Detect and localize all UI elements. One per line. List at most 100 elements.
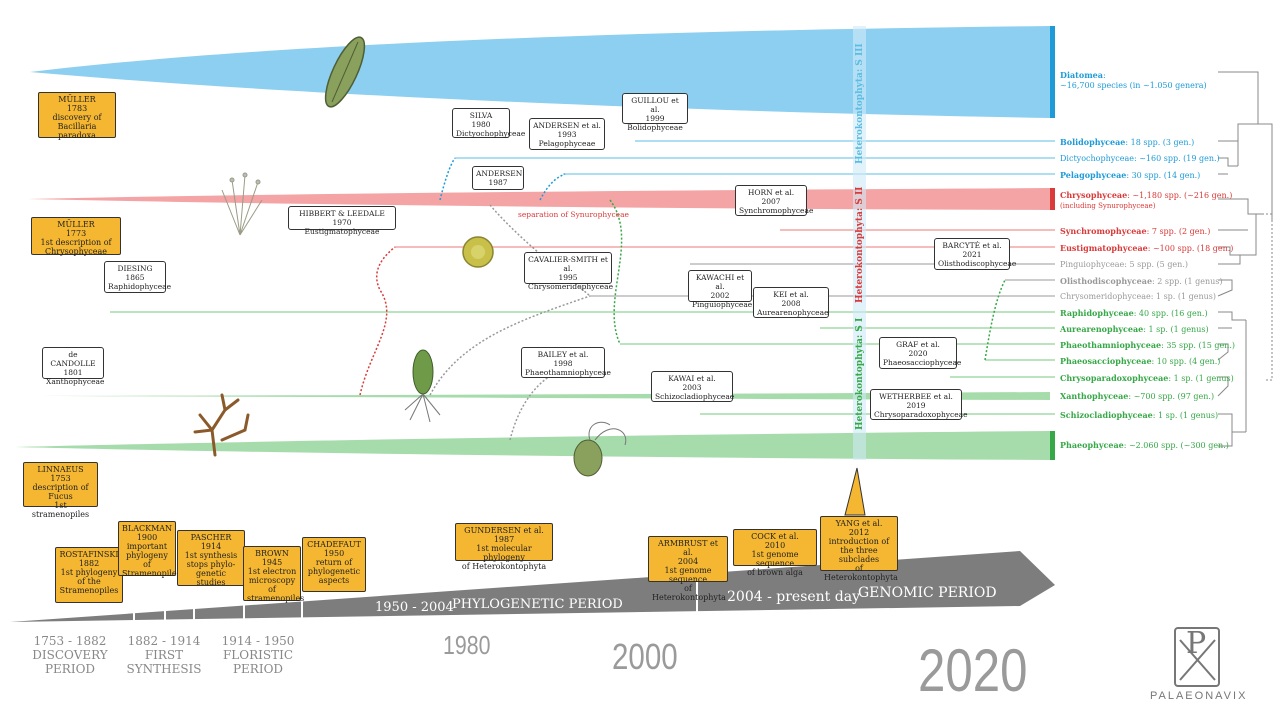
taxon-count: : ~1,180 spp. (~216 gen.)	[1127, 191, 1233, 200]
taxon-count: : 35 spp. (15 gen.)	[1161, 341, 1236, 350]
fucus-illustration	[193, 393, 250, 457]
phylogenetic-years: 1950 - 2004	[375, 600, 454, 615]
taxon-name: Eustigmatophyceae	[1060, 243, 1148, 253]
taxon-name: Phaeosacciophyceae	[1060, 356, 1152, 366]
box-horn: HORN et al. 2007 Synchromophyceae	[735, 185, 813, 216]
logo-name: PALAEONAVIX	[1150, 690, 1248, 702]
label-subclade-s1: Heterokontophyta: S I	[855, 317, 865, 430]
taxon-count: Dictyochophyceae: ~160 spp. (19 gen.)	[1060, 154, 1220, 163]
taxon-11: Aurearenophyceae: 1 sp. (1 genus)	[1060, 324, 1209, 335]
phaeothamnio-curve	[609, 199, 623, 345]
taxon-14: Chrysoparadoxophyceae: 1 sp. (1 genus)	[1060, 373, 1234, 384]
box-decandolle: de CANDOLLE 1801 Xanthophyceae	[42, 347, 104, 386]
box-diesing: DIESING 1865 Raphidophyceae	[104, 261, 171, 293]
taxon-count: : 18 spp. (3 gen.)	[1125, 138, 1195, 147]
callout-linnaeus: LINNAEUS 1753 description of Fucus 1st s…	[23, 462, 98, 519]
taxon-5: Synchromophyceae: 7 spp. (2 gen.)	[1060, 226, 1210, 237]
zoospore-illustration	[573, 421, 627, 477]
taxon-8: Olisthodiscophyceae: 2 spp. (1 genus)	[1060, 276, 1223, 287]
chrysophyceae-wedge	[28, 188, 1050, 210]
taxon-count: : 1 sp. (1 genus)	[1168, 374, 1234, 383]
callout-gundersen: GUNDERSEN et al. 1987 1st molecular phyl…	[455, 523, 553, 571]
taxon-count: : ~100 spp. (18 gen.)	[1147, 244, 1234, 253]
cladogram-dotted	[1262, 213, 1273, 381]
box-graf: GRAF et al. 2020 Phaeosacciophyceae	[879, 337, 961, 369]
taxon-name: Xanthophyceae	[1060, 391, 1129, 401]
taxon-count: : 40 spp. (16 gen.)	[1133, 309, 1208, 318]
box-kei: KEI et al. 2008 Aurearenophyceae	[753, 287, 829, 318]
period-first-synthesis: 1882 - 1914 FIRST SYNTHESIS	[126, 634, 202, 676]
xanthophyte-illustration	[404, 349, 441, 423]
box-silva: SILVA 1980 Dictyochophyceae	[452, 108, 525, 138]
diatomea-end-bar	[1050, 26, 1055, 118]
taxon-count: : ~700 spp. (97 gen.)	[1128, 392, 1215, 401]
taxon-10: Raphidophyceae: 40 spp. (16 gen.)	[1060, 308, 1208, 319]
box-cavalier-smith: CAVALIER-SMITH et al. 1995 Chrysomeridop…	[524, 252, 613, 291]
box-wetherbee: WETHERBEE et al. 2019 Chrysoparadoxophyc…	[870, 389, 968, 420]
genomic-years: 2004 - present day	[727, 589, 860, 605]
palaeonavix-logo	[1174, 627, 1220, 687]
diatomea-wedge	[30, 26, 1050, 118]
taxon-1: Bolidophyceae: 18 spp. (3 gen.)	[1060, 137, 1194, 148]
taxon-name: Chrysoparadoxophyceae	[1060, 373, 1169, 383]
timeline-arrow	[10, 551, 1055, 622]
taxon-name: Olisthodiscophyceae	[1060, 276, 1153, 286]
callout-rostafinski: ROSTAFINSKI 1882 1st phylogeny of the St…	[55, 547, 123, 603]
taxon-name: Schizocladiophyceae	[1060, 410, 1153, 420]
taxon-name: Phaeothamniophyceae	[1060, 340, 1162, 350]
callout-armbrust: ARMBRUST et al. 2004 1st genome sequence…	[648, 536, 728, 602]
taxon-count: : 7 spp. (2 gen.)	[1146, 227, 1211, 236]
callout-yang: YANG et al. 2012 introduction of the thr…	[820, 516, 898, 582]
taxon-count: : 1 sp. (1 genus)	[1152, 411, 1219, 420]
label-subclade-s2: Heterokontophyta: S II	[855, 186, 865, 303]
phaeophyceae-end-bar	[1050, 431, 1055, 460]
taxon-name: Synchromophyceae	[1060, 226, 1147, 236]
box-hibbert: HIBBERT & LEEDALE 1970 Eustigmatophyceae	[288, 206, 396, 236]
taxon-name: Bolidophyceae	[1060, 137, 1126, 147]
taxon-12: Phaeothamniophyceae: 35 spp. (15 gen.)	[1060, 340, 1235, 351]
taxon-4: Chrysophyceae: ~1,180 spp. (~216 gen.)(i…	[1060, 190, 1232, 211]
eustigmatophyte-illustration	[462, 236, 494, 268]
cladogram	[1217, 71, 1273, 447]
taxon-16: Schizocladiophyceae: 1 sp. (1 genus)	[1060, 410, 1218, 421]
pelago-origin-curve	[539, 173, 566, 201]
phylogenetic-period: PHYLOGENETIC PERIOD	[452, 597, 623, 612]
taxon-2: Dictyochophyceae: ~160 spp. (19 gen.)	[1060, 154, 1220, 164]
taxon-15: Xanthophyceae: ~700 spp. (97 gen.)	[1060, 391, 1214, 402]
year-1980: 1980	[443, 630, 491, 660]
callout-pascher: PASCHER 1914 1st synthesis stops phylo- …	[177, 530, 245, 587]
taxon-count: : 2 spp. (1 genus)	[1152, 277, 1223, 286]
schizo-curve	[509, 369, 561, 441]
taxon-name: Pelagophyceae	[1060, 170, 1127, 180]
taxon-6: Eustigmatophyceae: ~100 spp. (18 gen.)	[1060, 243, 1233, 254]
taxon-3: Pelagophyceae: 30 spp. (14 gen.)	[1060, 170, 1200, 181]
taxon-count: Pinguiophyceae: 5 spp. (5 gen.)	[1060, 260, 1188, 269]
taxon-17: Phaeophyceae: ~2.060 spp. (~300 gen.)	[1060, 440, 1229, 451]
subclade-band	[853, 26, 866, 460]
eustigmato-origin-curve	[359, 246, 396, 396]
xanthophyceae-wedge	[40, 392, 1050, 400]
callout-muller-1783: MÜLLER 1783 discovery of Bacillaria para…	[38, 92, 116, 140]
taxon-count: : ~2.060 spp. (~300 gen.)	[1123, 441, 1229, 450]
callout-chadefaut: CHADEFAUT 1950 return of phylogenetic as…	[302, 537, 366, 592]
genomic-period: GENOMIC PERIOD	[858, 585, 997, 601]
taxon-name: Aurearenophyceae	[1060, 324, 1144, 334]
taxon-name: Diatomea	[1060, 70, 1103, 80]
chrysophyte-illustration	[221, 172, 263, 236]
callout-brown: BROWN 1945 1st electron microscopy of st…	[243, 546, 304, 603]
taxon-7: Pinguiophyceae: 5 spp. (5 gen.)	[1060, 260, 1188, 270]
olistho-curve	[984, 279, 1006, 361]
box-kawai: KAWAI et al. 2003 Schizocladiophyceae	[651, 371, 734, 402]
taxon-0: Diatomea:~16,700 species (in ~1.050 gene…	[1060, 70, 1207, 91]
phaeophyceae-wedge	[15, 431, 1050, 460]
diatom-illustration	[324, 36, 366, 108]
callout-muller-1773: MÜLLER 1773 1st description of Chrysophy…	[31, 217, 121, 256]
logo-letter: P	[1186, 626, 1207, 661]
callout-blackman: BLACKMAN 1900 important phylogeny of Str…	[118, 521, 181, 578]
box-kawachi: KAWACHI et al. 2002 Pinguiophyceae	[688, 270, 752, 309]
taxon-count: : 1 sp. (1 genus)	[1143, 325, 1209, 334]
taxon-count: Chrysomeridophyceae: 1 sp. (1 genus)	[1060, 292, 1217, 301]
taxon-name: Chrysophyceae	[1060, 190, 1128, 200]
taxon-count: :	[1102, 71, 1106, 80]
label-subclade-s3: Heterokontophyta: S III	[855, 43, 865, 164]
